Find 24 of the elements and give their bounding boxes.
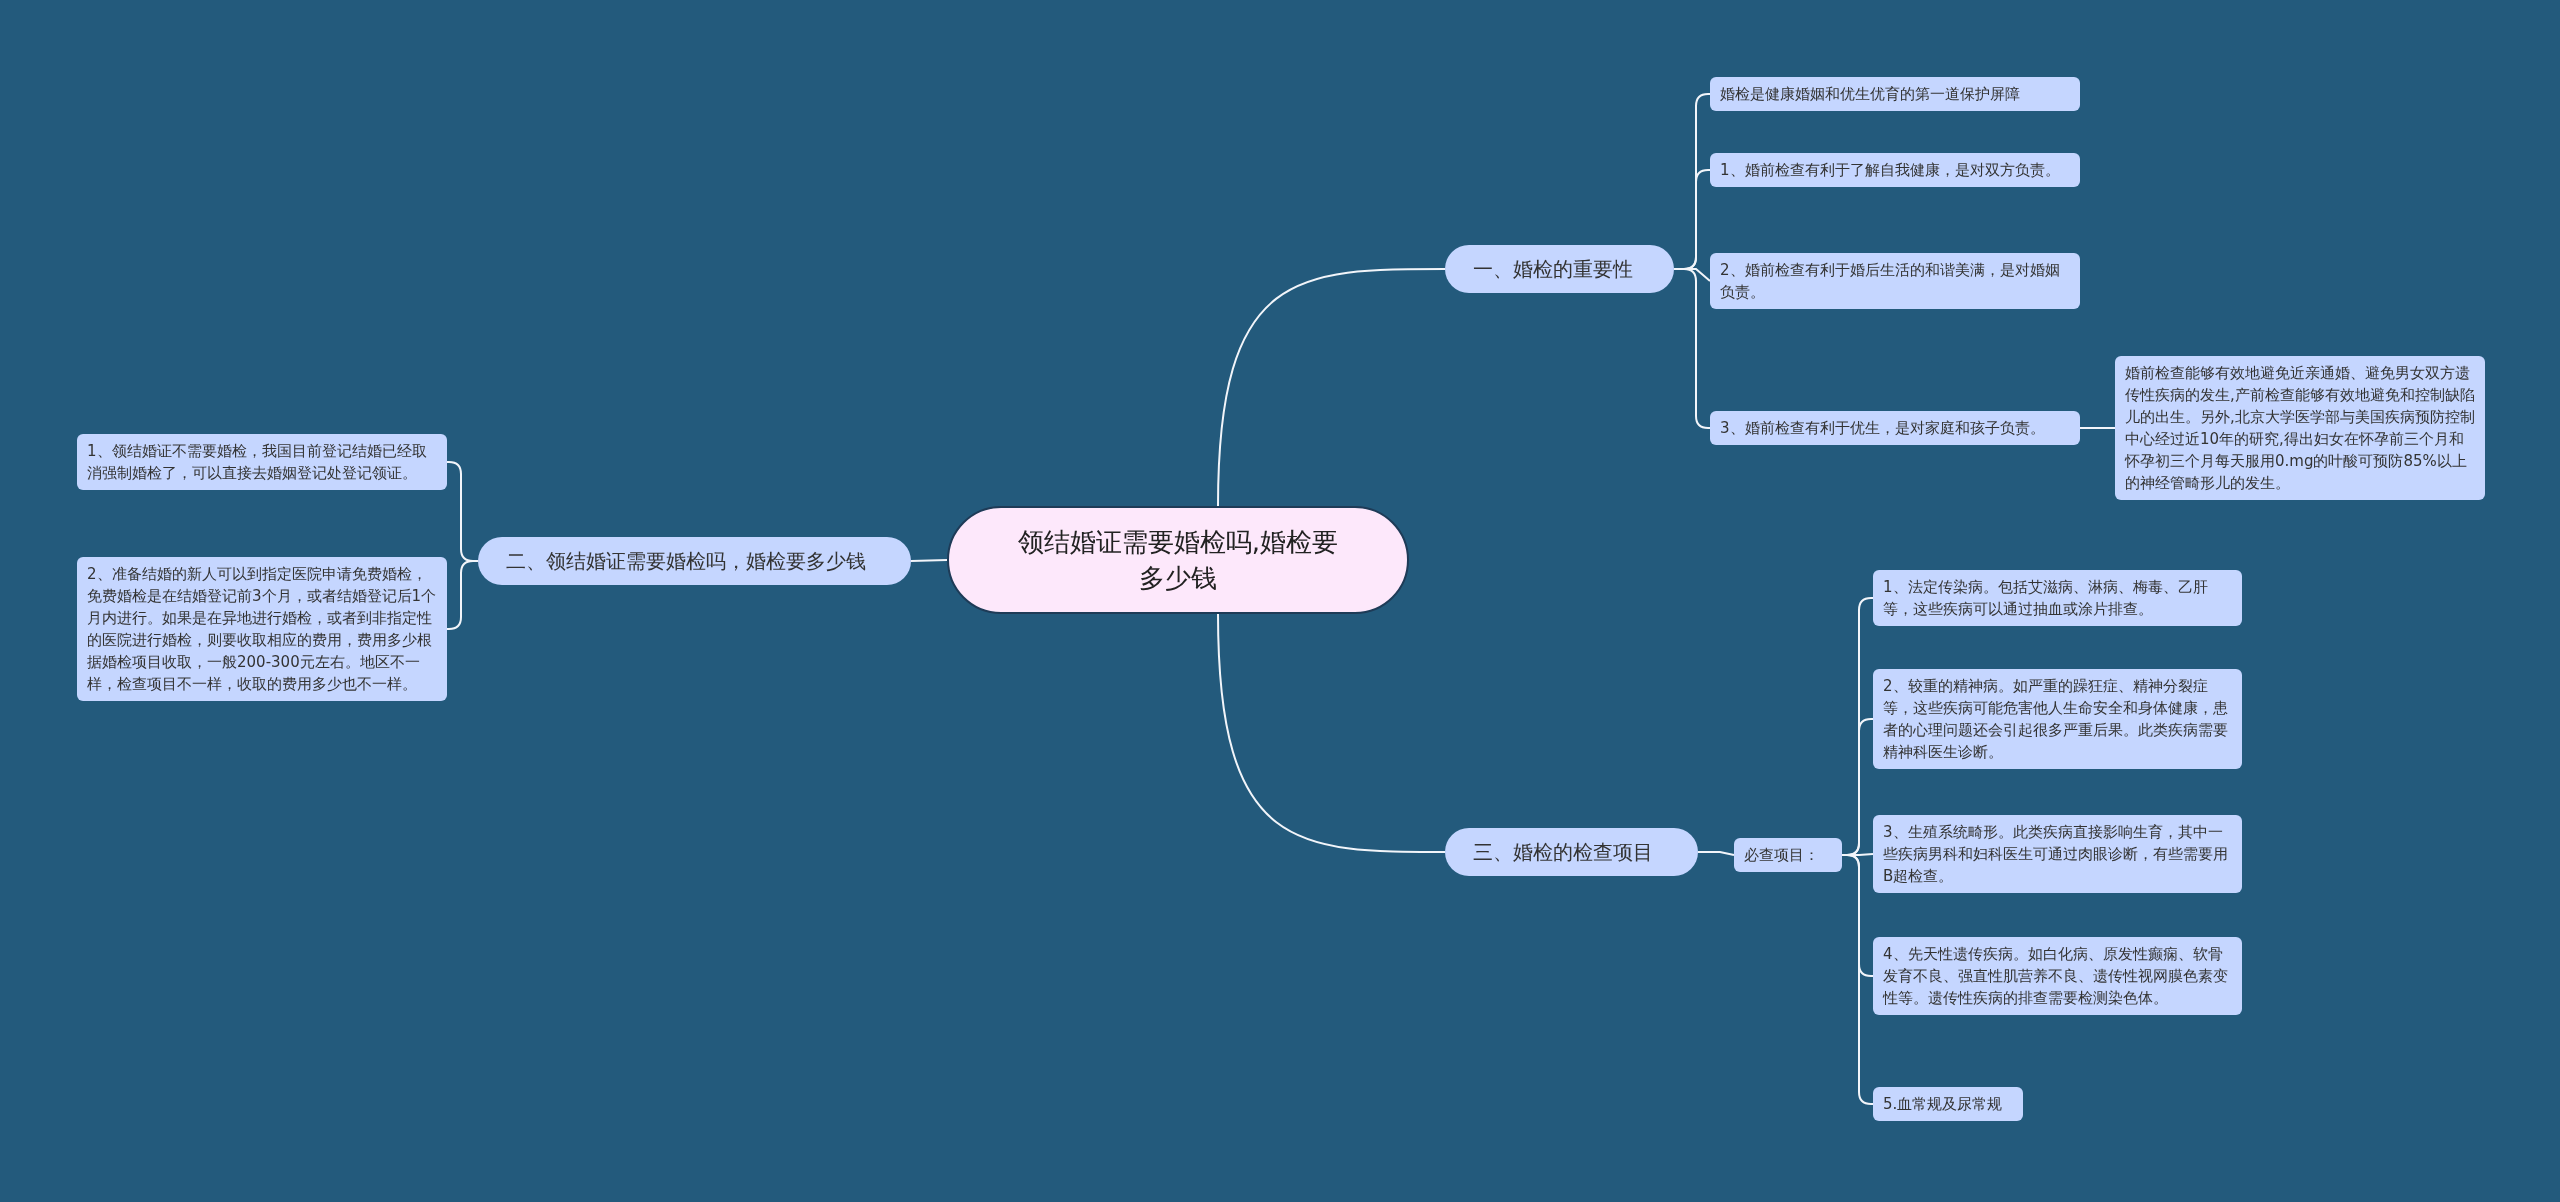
- subtopic-box: 1、法定传染病。包括艾滋病、淋病、梅毒、乙肝等，这些疾病可以通过抽血或涂片排查。: [1873, 570, 2242, 626]
- connector-line: [910, 559, 948, 562]
- connector-line: [1841, 854, 1874, 1105]
- subtopic-box: 2、较重的精神病。如严重的躁狂症、精神分裂症等，这些疾病可能危害他人生命安全和身体健康，患者的心理问题还会引起很多严重后果。此类疾病需要精神科医生诊断。: [1873, 669, 2242, 769]
- connector-line: [1217, 613, 1446, 853]
- connector-line: [1217, 268, 1446, 507]
- subtopic-box: 婚检是健康婚姻和优生优育的第一道保护屏障: [1710, 77, 2080, 111]
- connector-line: [1673, 268, 1711, 429]
- subtopic-box: 3、婚前检查有利于优生，是对家庭和孩子负责。: [1710, 411, 2080, 445]
- subtopic-box: 2、准备结婚的新人可以到指定医院申请免费婚检，免费婚检是在结婚登记前3个月，或者结婚登记后1个月内进行。如果是在异地进行婚检，或者到非指定性的医院进行婚检，则要收取相应的费用，费用多少根据婚检项目收取，一般200-300元左右。地区不一样，检查项目不一样，收取的费用多少也不一样。: [77, 557, 447, 701]
- subtopic-box: 1、婚前检查有利于了解自我健康，是对双方负责。: [1710, 153, 2080, 187]
- subtopic-box: 婚前检查能够有效地避免近亲通婚、避免男女双方遗传性疾病的发生,产前检查能够有效地避免和控制缺陷儿的出生。另外,北京大学医学部与美国疾病预防控制中心经过近10年的研究,得出妇女在怀孕前三个月和怀孕初三个月每天服用0.mg的叶酸可预防85%以上的神经管畸形儿的发生。: [2115, 356, 2485, 500]
- topic-box: 二、领结婚证需要婚检吗，婚检要多少钱: [478, 537, 911, 585]
- subtopic-box: 3、生殖系统畸形。此类疾病直接影响生育，其中一些疾病男科和妇科医生可通过肉眼诊断，有些需要用B超检查。: [1873, 815, 2242, 893]
- connector-line: [2079, 427, 2116, 429]
- subtopic-box: 4、先天性遗传疾病。如白化病、原发性癫痫、软骨发育不良、强直性肌营养不良、遗传性视网膜色素变性等。遗传性疾病的排查需要检测染色体。: [1873, 937, 2242, 1015]
- topic-box: 一、婚检的重要性: [1445, 245, 1674, 293]
- subtopic-box: 5.血常规及尿常规: [1873, 1087, 2023, 1121]
- central-topic: 领结婚证需要婚检吗,婚检要多少钱: [947, 506, 1409, 614]
- subtopic-box: 1、领结婚证不需要婚检，我国目前登记结婚已经取消强制婚检了，可以直接去婚姻登记处登记领证。: [77, 434, 447, 490]
- topic-box: 三、婚检的检查项目: [1445, 828, 1698, 876]
- subtopic-box: 2、婚前检查有利于婚后生活的和谐美满，是对婚姻负责。: [1710, 253, 2080, 309]
- subtopic-box: 必查项目：: [1734, 838, 1842, 872]
- connector-line: [1697, 851, 1735, 856]
